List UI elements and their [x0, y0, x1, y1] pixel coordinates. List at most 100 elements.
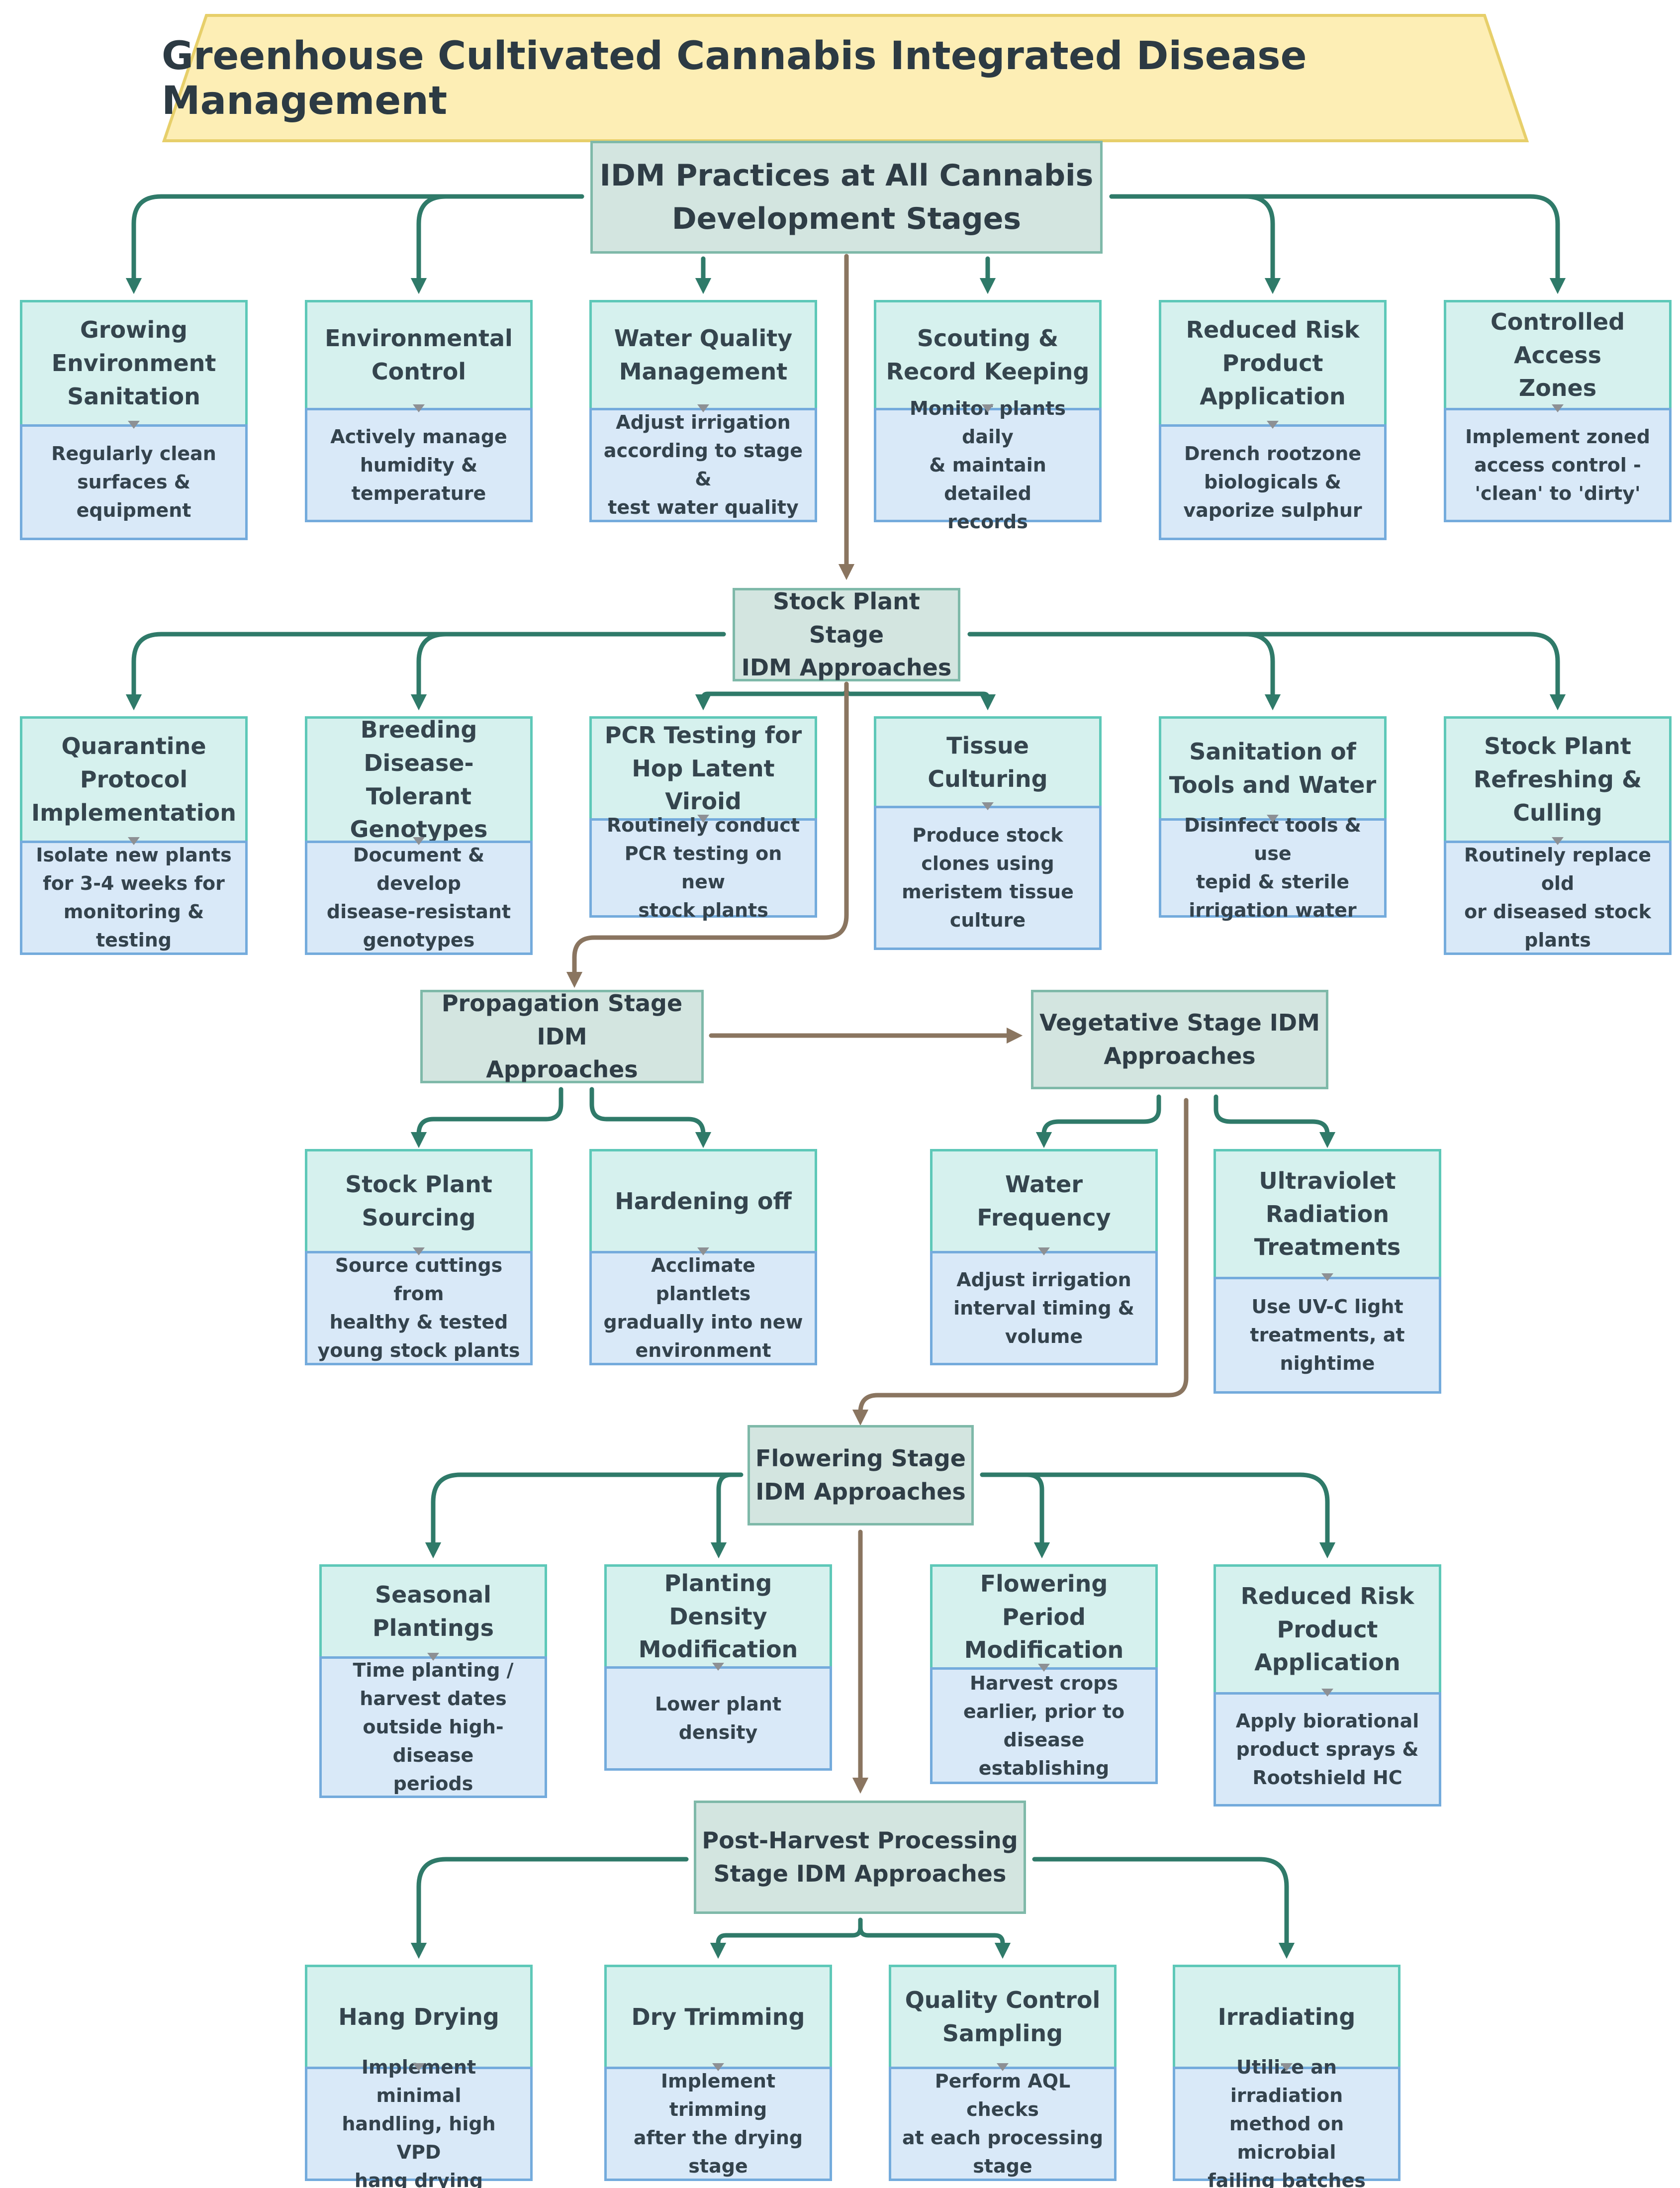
detail-prop-hardening-off: Acclimate plantlets gradually into new e…: [589, 1251, 817, 1365]
detail-flower-seasonal-plantings: Time planting / harvest dates outside hi…: [319, 1656, 547, 1798]
detail-post-hang-drying: Implement minimal handling, high VPD han…: [305, 2056, 533, 2188]
detail-flower-reduced-risk-product-application: Apply biorational product sprays & Roots…: [1213, 1692, 1441, 1807]
connector-stock-5: [967, 632, 1566, 711]
connector-knob-post-dry-trimming: [712, 2063, 724, 2071]
detail-stock-sanitation-of-tools-and-water: Disinfect tools & use tepid & sterile ir…: [1159, 814, 1387, 921]
connector-knob-all-scouting-record-keeping: [982, 404, 994, 412]
detail-stock-breeding-disease-tolerant-genotypes: Document & develop disease-resistant gen…: [305, 841, 533, 955]
detail-all-water-quality-management: Adjust irrigation according to stage & t…: [589, 408, 817, 522]
topic-stock-stock-plant-refreshing-culling: Stock Plant Refreshing & Culling: [1444, 716, 1672, 843]
connector-knob-stock-stock-plant-refreshing-culling: [1552, 837, 1564, 845]
topic-post-quality-control-sampling: Quality Control Sampling: [889, 1965, 1117, 2069]
stage-hub-all: IDM Practices at All Cannabis Developmen…: [590, 141, 1103, 254]
detail-flower-planting-density-modification: Lower plant density: [604, 1666, 832, 1771]
topic-all-environmental-control: Environmental Control: [305, 300, 533, 410]
detail-post-irradiating: Utilize an irradiation method on microbi…: [1173, 2056, 1400, 2188]
connector-post-2: [858, 1917, 1011, 1959]
connector-flower-2: [980, 1472, 1050, 1559]
connector-knob-post-irradiating: [1281, 2063, 1293, 2071]
connector-knob-flower-planting-density-modification: [712, 1663, 724, 1671]
detail-veg-ultraviolet-radiation-treatments: Use UV-C light treatments, at nightime: [1213, 1277, 1441, 1394]
connector-post-0: [410, 1857, 689, 1959]
detail-all-controlled-access-zones: Implement zoned access control - 'clean'…: [1444, 408, 1672, 522]
connector-knob-stock-sanitation-of-tools-and-water: [1267, 815, 1279, 823]
stage-hub-stock: Stock Plant Stage IDM Approaches: [733, 588, 960, 681]
detail-all-environmental-control: Actively manage humidity & temperature: [305, 408, 533, 522]
title-banner: [162, 14, 1529, 142]
connector-flower-1: [710, 1472, 744, 1559]
connector-knob-prop-hardening-off: [697, 1247, 709, 1255]
connector-knob-post-hang-drying: [413, 2063, 425, 2071]
detail-stock-quarantine-protocol-implementation: Isolate new plants for 3-4 weeks for mon…: [20, 841, 248, 955]
connector-knob-stock-tissue-culturing: [982, 802, 994, 810]
connector-knob-flower-flowering-period-modification: [1038, 1664, 1050, 1672]
connector-veg-0: [1035, 1094, 1161, 1148]
connector-knob-all-environmental-control: [413, 404, 425, 412]
diagram-title: Greenhouse Cultivated Cannabis Integrate…: [162, 34, 1307, 123]
connector-knob-veg-water-frequency: [1038, 1247, 1050, 1255]
topic-stock-breeding-disease-tolerant-genotypes: Breeding Disease-Tolerant Genotypes: [305, 716, 533, 843]
topic-post-hang-drying: Hang Drying: [305, 1965, 533, 2069]
connector-prop-0: [410, 1087, 563, 1148]
flow-veg-to-flower: [852, 1098, 1189, 1426]
topic-veg-ultraviolet-radiation-treatments: Ultraviolet Radiation Treatments: [1213, 1149, 1441, 1279]
connector-flower-0: [425, 1472, 741, 1559]
connector-knob-all-growing-environment-sanitation: [128, 421, 140, 429]
topic-flower-planting-density-modification: Planting Density Modification: [604, 1564, 832, 1669]
connector-all-0: [125, 194, 584, 294]
stage-hub-post: Post-Harvest Processing Stage IDM Approa…: [694, 1801, 1026, 1914]
topic-flower-reduced-risk-product-application: Reduced Risk Product Application: [1213, 1564, 1441, 1695]
stage-hub-flower: Flowering Stage IDM Approaches: [747, 1425, 974, 1525]
connector-prop-1: [589, 1087, 712, 1148]
connector-all-5: [1109, 194, 1566, 294]
connector-post-1: [710, 1917, 863, 1959]
topic-stock-sanitation-of-tools-and-water: Sanitation of Tools and Water: [1159, 716, 1387, 821]
connector-post-3: [1032, 1857, 1295, 1959]
connector-stock-4: [967, 632, 1281, 711]
connector-knob-post-quality-control-sampling: [997, 2063, 1009, 2071]
topic-stock-tissue-culturing: Tissue Culturing: [874, 716, 1102, 808]
topic-post-dry-trimming: Dry Trimming: [604, 1965, 832, 2069]
topic-post-irradiating: Irradiating: [1173, 1965, 1400, 2069]
connector-knob-flower-reduced-risk-product-application: [1321, 1689, 1333, 1697]
detail-post-quality-control-sampling: Perform AQL checks at each processing st…: [889, 2067, 1117, 2181]
topic-stock-quarantine-protocol-implementation: Quarantine Protocol Implementation: [20, 716, 248, 843]
connector-stock-1: [410, 632, 726, 711]
topic-stock-pcr-testing-for-hop-latent-viroid: PCR Testing for Hop Latent Viroid: [589, 716, 817, 821]
connector-stock-2: [695, 683, 849, 711]
detail-veg-water-frequency: Adjust irrigation interval timing & volu…: [930, 1251, 1158, 1365]
topic-all-water-quality-management: Water Quality Management: [589, 300, 817, 410]
topic-prop-hardening-off: Hardening off: [589, 1149, 817, 1253]
connector-knob-stock-breeding-disease-tolerant-genotypes: [413, 837, 425, 845]
connector-veg-1: [1213, 1094, 1336, 1148]
title-banner-shape: [162, 14, 1529, 142]
connector-stock-3: [844, 683, 996, 711]
connector-flower-3: [980, 1472, 1336, 1559]
topic-all-reduced-risk-product-application: Reduced Risk Product Application: [1159, 300, 1387, 427]
connector-knob-veg-ultraviolet-radiation-treatments: [1321, 1273, 1333, 1281]
connector-knob-all-water-quality-management: [697, 404, 709, 412]
topic-all-growing-environment-sanitation: Growing Environment Sanitation: [20, 300, 248, 427]
stage-hub-veg: Vegetative Stage IDM Approaches: [1031, 990, 1328, 1089]
stage-hub-prop: Propagation Stage IDM Approaches: [420, 990, 704, 1083]
detail-all-growing-environment-sanitation: Regularly clean surfaces & equipment: [20, 424, 248, 540]
detail-flower-flowering-period-modification: Harvest crops earlier, prior to disease …: [930, 1667, 1158, 1784]
topic-flower-seasonal-plantings: Seasonal Plantings: [319, 1564, 547, 1659]
topic-all-controlled-access-zones: Controlled Access Zones: [1444, 300, 1672, 410]
flow-stock-to-prop: [566, 681, 849, 988]
connector-all-1: [410, 194, 584, 294]
detail-stock-tissue-culturing: Produce stock clones using meristem tiss…: [874, 806, 1102, 950]
connector-knob-all-controlled-access-zones: [1552, 404, 1564, 412]
connector-knob-all-reduced-risk-product-application: [1267, 421, 1279, 429]
connector-knob-prop-stock-plant-sourcing: [413, 1247, 425, 1255]
connector-knob-stock-quarantine-protocol-implementation: [128, 837, 140, 845]
topic-prop-stock-plant-sourcing: Stock Plant Sourcing: [305, 1149, 533, 1253]
topic-flower-flowering-period-modification: Flowering Period Modification: [930, 1564, 1158, 1670]
detail-all-scouting-record-keeping: Monitor plants daily & maintain detailed…: [874, 397, 1102, 533]
detail-stock-stock-plant-refreshing-culling: Routinely replace old or diseased stock …: [1444, 841, 1672, 955]
detail-prop-stock-plant-sourcing: Source cuttings from healthy & tested yo…: [305, 1251, 533, 1365]
connector-all-4: [1109, 194, 1281, 294]
connector-knob-stock-pcr-testing-for-hop-latent-viroid: [697, 815, 709, 823]
